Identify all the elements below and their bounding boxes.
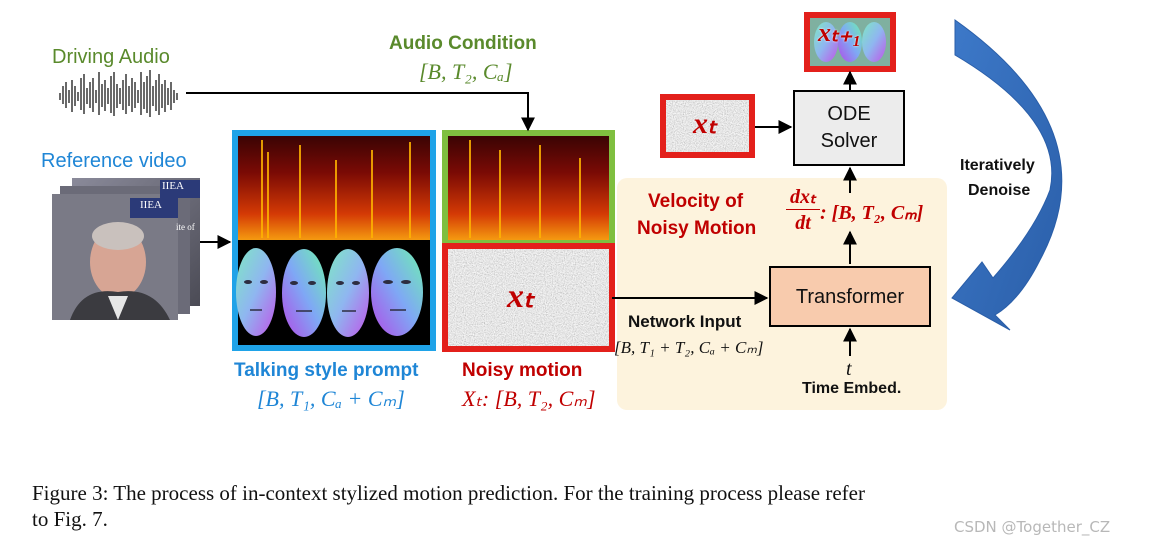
- audio-condition-label: Audio Condition: [389, 33, 537, 54]
- video-text-3: ite of: [176, 222, 195, 232]
- audio-arrow: [186, 92, 535, 132]
- velocity-dims: : [B, T₂, Cₘ]: [820, 202, 924, 224]
- time-t-label: t: [846, 358, 852, 380]
- talking-style-dims: [B, T₁, Cₐ + Cₘ]: [257, 386, 405, 411]
- time-embed-label: Time Embed.: [802, 380, 902, 397]
- velocity-line1: Velocity of: [648, 191, 744, 212]
- network-input-label: Network Input: [628, 312, 742, 331]
- output-x-label: xₜ₊₁: [818, 18, 862, 47]
- transformer-label: Transformer: [795, 286, 905, 308]
- top-x-label: xₜ: [693, 107, 717, 140]
- driving-audio-label: Driving Audio: [52, 46, 170, 68]
- talking-style-prompt-box: [232, 130, 436, 351]
- output-box: [804, 12, 896, 72]
- ode-solver-line1: ODE: [827, 103, 871, 125]
- velocity-denominator: dt: [795, 212, 811, 234]
- xt-input-box: [660, 94, 755, 158]
- ode-solver-line2: Solver: [820, 130, 878, 152]
- audio-condition-dims: [B, T₂, Cₐ]: [419, 59, 513, 84]
- noisy-motion-label: Noisy motion: [462, 360, 583, 381]
- velocity-line2: Noisy Motion: [637, 218, 757, 239]
- noisy-motion-dims: Xₜ: [B, T₂, Cₘ]: [462, 386, 596, 411]
- transformer-box: [769, 266, 931, 327]
- audio-waveform: [59, 70, 178, 117]
- iteratively-denoise-arrow: [951, 19, 1063, 331]
- spectrogram-condition: [448, 136, 609, 240]
- face-meshes: [236, 248, 423, 337]
- network-input-dims: [B, T₁ + T₂, Cₐ + Cₘ]: [614, 338, 764, 357]
- video-text-1: IIEA: [162, 180, 184, 192]
- reference-video-frames: [52, 178, 200, 320]
- video-text-2: IIEA: [140, 199, 162, 211]
- noise-texture: [448, 249, 609, 346]
- iteratively-label: Iteratively: [960, 157, 1035, 174]
- watermark: CSDN @Together_CZ: [954, 518, 1111, 536]
- denoise-label: Denoise: [968, 182, 1031, 199]
- noisy-x-label: xₜ: [507, 278, 535, 315]
- reference-video-label: Reference video: [41, 150, 187, 172]
- figure-caption-line1: Figure 3: The process of in-context styl…: [32, 481, 865, 505]
- talking-style-prompt-label: Talking style prompt: [234, 360, 419, 381]
- ode-solver-box: [793, 90, 905, 166]
- spectrogram-prompt: [238, 136, 430, 240]
- velocity-numerator: dxₜ: [786, 184, 820, 210]
- figure-caption-line2: to Fig. 7.: [32, 507, 108, 531]
